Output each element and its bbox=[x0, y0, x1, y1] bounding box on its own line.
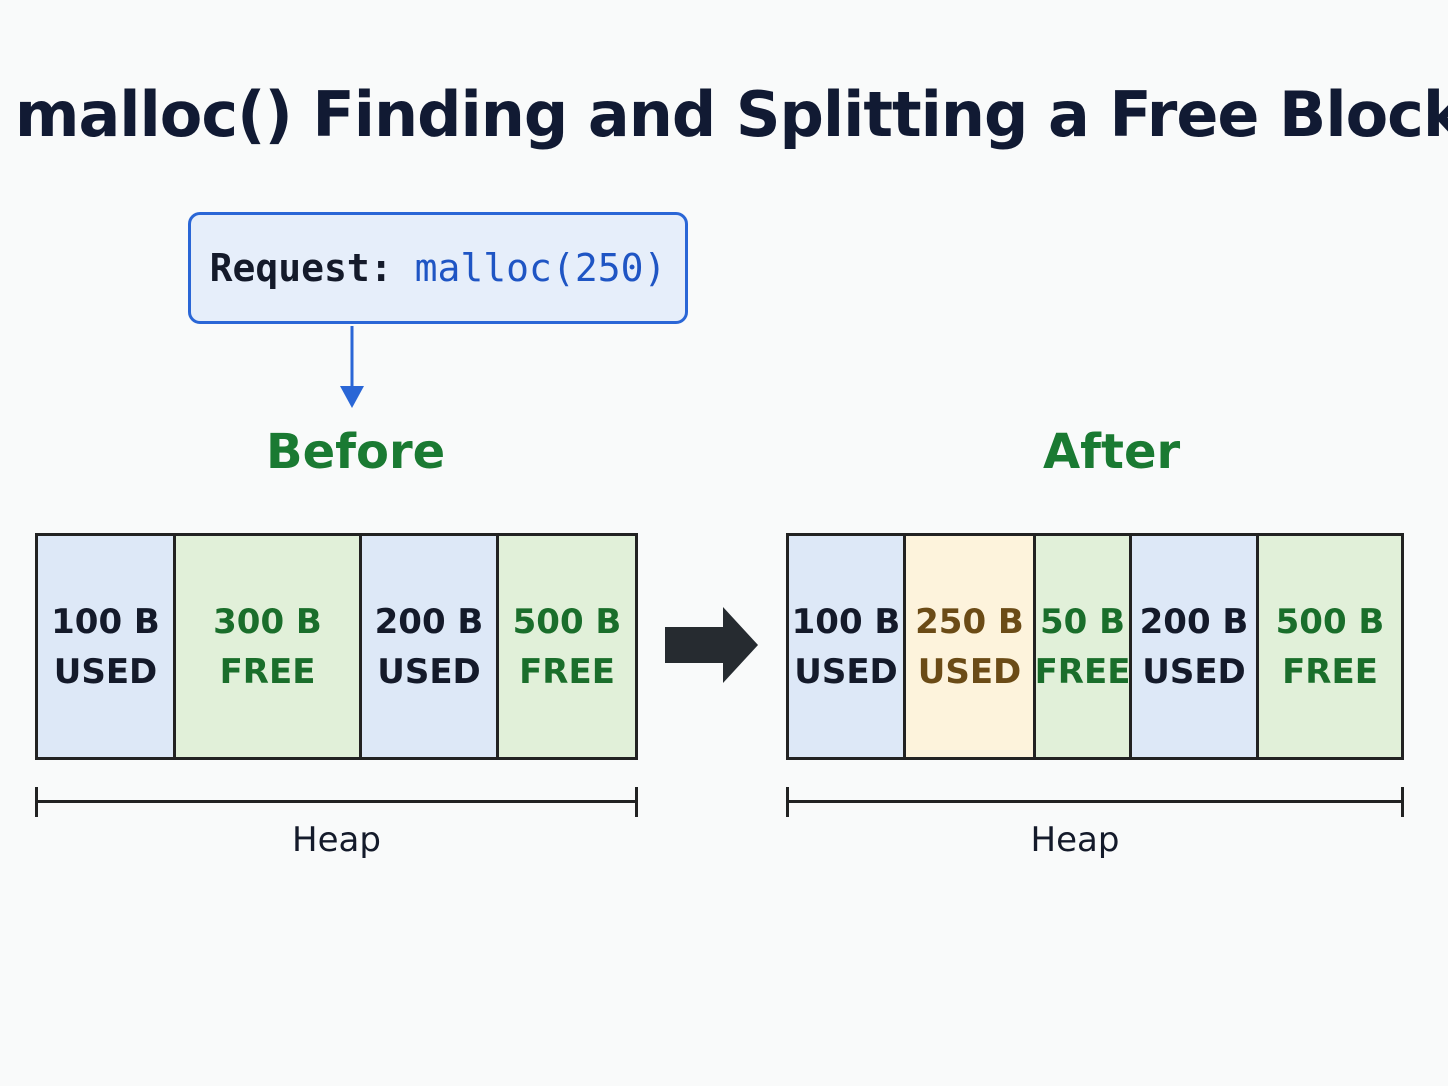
after-heap-label: Heap bbox=[1030, 820, 1120, 860]
after-heap-scale bbox=[786, 787, 1404, 817]
block-state: FREE bbox=[1034, 651, 1131, 692]
before-title: Before bbox=[266, 424, 446, 480]
diagram-title: malloc() Finding and Splitting a Free Bl… bbox=[14, 78, 1448, 151]
block-size: 100 B bbox=[791, 601, 901, 642]
before-block-4: 500 B FREE bbox=[499, 536, 635, 757]
before-block-1: 100 B USED bbox=[38, 536, 176, 757]
block-state: USED bbox=[1142, 651, 1246, 692]
block-size: 200 B bbox=[374, 601, 484, 642]
after-block-2: 250 B USED bbox=[906, 536, 1036, 757]
block-size: 250 B bbox=[915, 601, 1024, 642]
block-size: 500 B bbox=[1275, 601, 1385, 642]
after-block-3: 50 B FREE bbox=[1034, 536, 1132, 757]
after-heap: 100 B USED 250 B USED 50 B FREE 200 B US… bbox=[786, 533, 1404, 760]
block-state: FREE bbox=[1282, 651, 1378, 692]
before-heap-label: Heap bbox=[292, 820, 381, 860]
block-state: FREE bbox=[519, 651, 615, 692]
after-block-4: 200 B USED bbox=[1132, 536, 1259, 757]
block-size: 200 B bbox=[1139, 601, 1249, 642]
before-heap-scale bbox=[35, 787, 638, 817]
before-block-3: 200 B USED bbox=[362, 536, 499, 757]
block-state: USED bbox=[53, 651, 158, 692]
request-code: malloc(250) bbox=[414, 246, 667, 290]
block-size: 500 B bbox=[512, 601, 622, 642]
block-state: USED bbox=[917, 651, 1022, 692]
arrow-right-icon bbox=[665, 607, 758, 683]
block-state: USED bbox=[377, 651, 481, 692]
after-block-1: 100 B USED bbox=[789, 536, 906, 757]
after-title: After bbox=[1043, 424, 1181, 480]
before-block-2: 300 B FREE bbox=[176, 536, 362, 757]
block-state: FREE bbox=[219, 651, 316, 692]
arrow-down-icon bbox=[340, 326, 364, 408]
request-label: Request: bbox=[209, 246, 393, 290]
block-size: 300 B bbox=[213, 601, 322, 642]
block-size: 50 B bbox=[1039, 601, 1126, 642]
after-block-5: 500 B FREE bbox=[1259, 536, 1401, 757]
request-box: Request: malloc(250) bbox=[188, 212, 688, 324]
block-state: USED bbox=[794, 651, 898, 692]
block-size: 100 B bbox=[51, 601, 160, 642]
before-heap: 100 B USED 300 B FREE 200 B USED 500 B F… bbox=[35, 533, 638, 760]
